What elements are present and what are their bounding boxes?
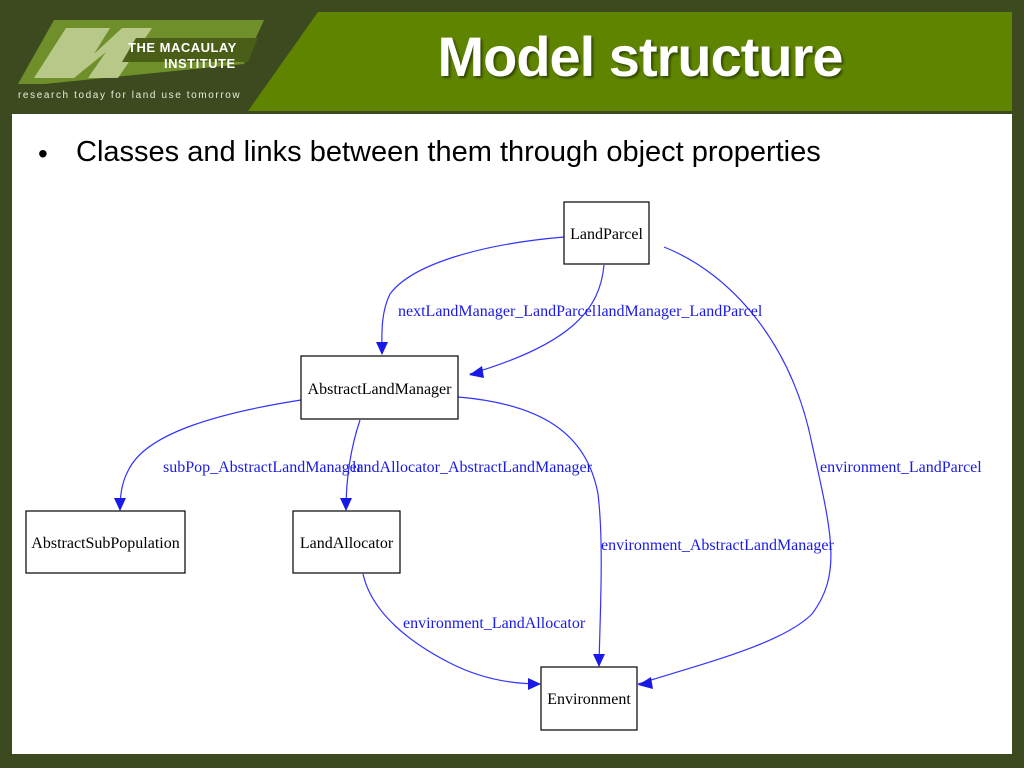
- arrowhead-environment-landallocator: [528, 678, 541, 690]
- edge-label-environment-alm: environment_AbstractLandManager: [601, 537, 834, 554]
- slide-header: THE MACAULAY INSTITUTE research today fo…: [0, 0, 1024, 112]
- node-environment: Environment: [540, 666, 638, 731]
- node-landallocator: LandAllocator: [292, 510, 401, 574]
- node-label-abstractsubpopulation: AbstractSubPopulation: [31, 535, 179, 552]
- edge-subpop: [119, 399, 302, 511]
- node-abstractsubpopulation: AbstractSubPopulation: [25, 510, 186, 574]
- node-label-abstractlandmanager: AbstractLandManager: [308, 381, 453, 398]
- macaulay-logo: THE MACAULAY INSTITUTE research today fo…: [14, 14, 264, 106]
- class-diagram: nextLandManager_LandParcel landManager_L…: [25, 201, 982, 731]
- logo-tagline: research today for land use tomorrow: [18, 90, 242, 101]
- arrowhead-land-manager: [469, 366, 484, 378]
- bullet-marker: •: [38, 138, 48, 169]
- logo-mark-icon: [18, 20, 264, 84]
- edge-label-next-land-manager: nextLandManager_LandParcel: [398, 303, 597, 320]
- arrowhead-next-land-manager: [376, 342, 388, 355]
- edge-next-land-manager: [381, 236, 565, 355]
- arrowhead-land-allocator: [340, 498, 352, 511]
- node-abstractlandmanager: AbstractLandManager: [300, 355, 459, 420]
- edge-label-subpop: subPop_AbstractLandManager: [163, 459, 363, 476]
- arrowhead-subpop: [114, 498, 126, 511]
- arrowhead-environment-alm: [593, 654, 605, 667]
- node-label-landparcel: LandParcel: [570, 226, 643, 243]
- node-label-environment: Environment: [547, 691, 631, 708]
- edge-environment-landparcel: [637, 246, 832, 685]
- slide-content: • Classes and links between them through…: [12, 114, 1012, 754]
- node-landparcel: LandParcel: [563, 201, 650, 265]
- edge-environment-alm: [457, 396, 602, 667]
- slide-title: Model structure: [437, 25, 843, 88]
- edge-environment-landallocator: [362, 573, 541, 685]
- arrowhead-environment-landparcel: [638, 677, 653, 689]
- logo-line2: INSTITUTE: [164, 56, 236, 71]
- edge-label-land-allocator: landAllocator_AbstractLandManager: [352, 459, 593, 476]
- edge-label-environment-landparcel: environment_LandParcel: [820, 459, 982, 476]
- bullet-text: Classes and links between them through o…: [76, 136, 821, 168]
- edge-label-land-manager: landManager_LandParcel: [597, 303, 763, 320]
- node-label-landallocator: LandAllocator: [300, 535, 394, 552]
- edge-label-environment-landallocator: environment_LandAllocator: [403, 615, 586, 632]
- logo-line1: THE MACAULAY: [128, 40, 237, 55]
- header-band: [248, 12, 1012, 111]
- edge-land-manager: [469, 264, 605, 375]
